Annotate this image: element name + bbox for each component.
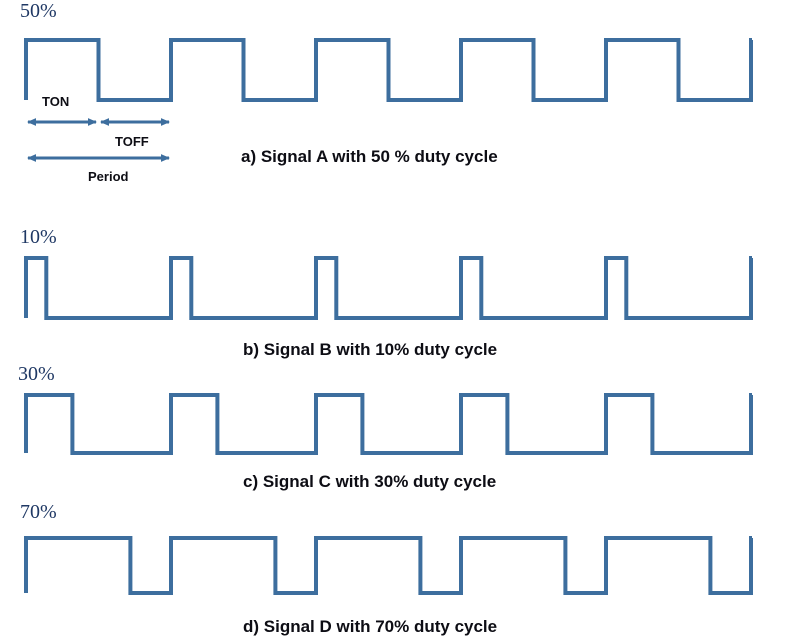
signal-b-level-label: 10% — [20, 226, 57, 248]
signal-d-group: 70% d) Signal D with 70% duty cycle — [20, 501, 753, 636]
signal-b-group: 10% b) Signal B with 10% duty cycle — [20, 226, 753, 359]
signal-a-level-label: 50% — [20, 0, 57, 22]
signal-a-waveform — [24, 38, 753, 102]
signal-a-group: 50% TON TOFF Period a) Signal A with 50 … — [20, 0, 753, 184]
period-label: Period — [88, 169, 129, 184]
signal-d-waveform — [24, 536, 753, 595]
signal-b-waveform — [24, 256, 753, 320]
signal-d-caption: d) Signal D with 70% duty cycle — [243, 617, 497, 636]
signal-d-level-label: 70% — [20, 501, 57, 523]
signal-b-caption: b) Signal B with 10% duty cycle — [243, 340, 497, 359]
ton-label: TON — [42, 94, 69, 109]
signal-c-caption: c) Signal C with 30% duty cycle — [243, 472, 496, 491]
signal-a-caption: a) Signal A with 50 % duty cycle — [241, 147, 498, 166]
toff-label: TOFF — [115, 134, 149, 149]
signal-c-level-label: 30% — [18, 363, 55, 385]
signal-c-group: 30% c) Signal C with 30% duty cycle — [18, 363, 753, 491]
signal-c-waveform — [24, 393, 753, 455]
